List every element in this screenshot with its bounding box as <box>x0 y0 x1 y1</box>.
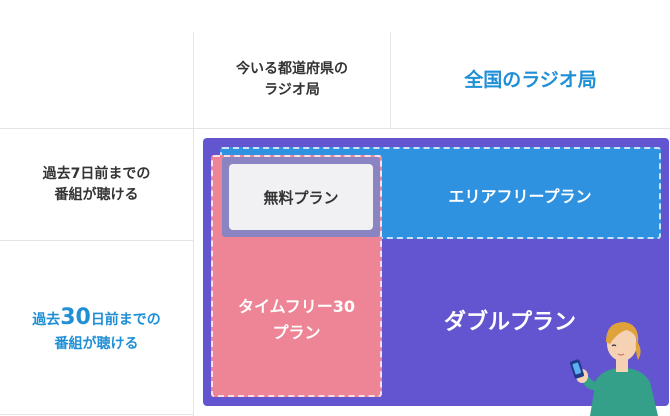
free-plan-label: 無料プラン <box>263 188 339 207</box>
person-with-smartphone-icon <box>569 322 658 416</box>
column-header-nationwide-label: 全国のラジオ局 <box>464 68 597 91</box>
column-header-local-stations: 今いる都道府県の ラジオ局 <box>194 32 390 128</box>
column-header-local-line1: 今いる都道府県の <box>236 61 348 77</box>
free-plan-box: 無料プラン <box>229 164 373 230</box>
area-free-plan-text: エリアフリープラン <box>448 187 592 206</box>
column-header-nationwide-stations: 全国のラジオ局 <box>391 32 670 128</box>
grid-line-vertical-1 <box>193 32 194 416</box>
area-free-plan-label: エリアフリープラン <box>380 170 660 220</box>
row-header-30-days-suffix: 日前までの <box>90 312 161 328</box>
row-header-7-days: 過去7日前までの 番組が聴ける <box>0 130 193 240</box>
grid-line-vertical-2 <box>390 32 391 128</box>
grid-line-horizontal-1 <box>0 128 670 129</box>
timefree-plan-line1: タイムフリー30 <box>238 297 355 317</box>
row-header-7-days-line1: 過去7日前までの <box>42 166 151 182</box>
double-plan-label: ダブルプラン <box>400 290 620 350</box>
timefree-plan-line2: プラン <box>272 323 321 342</box>
column-header-local-line2: ラジオ局 <box>264 82 320 98</box>
row-header-7-days-line2: 番組が聴ける <box>54 187 139 203</box>
row-header-30-days: 過去30日前までの 番組が聴ける <box>0 242 193 414</box>
row-header-30-days-line1: 過去30日前までの <box>32 301 161 334</box>
row-header-30-days-line2: 番組が聴ける <box>54 336 139 352</box>
row-header-30-days-prefix: 過去 <box>32 312 61 328</box>
row-header-30-days-number: 30 <box>60 305 91 330</box>
grid-line-horizontal-2 <box>0 240 193 241</box>
timefree-plan-label: タイムフリー30 プラン <box>213 285 380 355</box>
grid-line-horizontal-3 <box>0 414 193 415</box>
double-plan-text: ダブルプラン <box>443 310 576 335</box>
